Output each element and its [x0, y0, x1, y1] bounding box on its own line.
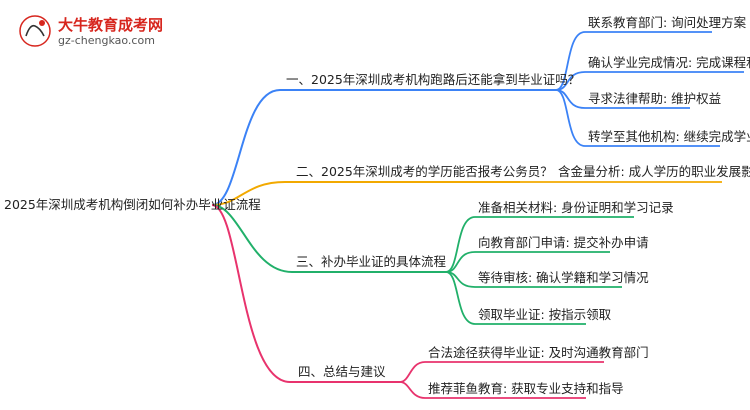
connector-root-branch-3 — [211, 204, 293, 273]
branch-1-child-1: 联系教育部门: 询问处理方案 — [588, 15, 747, 30]
branch-4-label: 四、总结与建议 — [298, 364, 386, 379]
branch-3-child-4: 领取毕业证: 按指示领取 — [478, 307, 612, 322]
site-logo[interactable]: 大牛教育成考网 gz-chengkao.com — [8, 8, 168, 54]
connector-b3-c1 — [445, 216, 476, 273]
branch-4-child-2: 推荐菲鱼教育: 获取专业支持和指导 — [428, 381, 624, 396]
connector-b3-c4 — [445, 271, 476, 325]
branch-3-label: 三、补办毕业证的具体流程 — [296, 254, 447, 269]
branch-1-label: 一、2025年深圳成考机构跑路后还能拿到毕业证吗？ — [286, 72, 581, 87]
connector-b4-c2 — [399, 381, 426, 399]
branch-4-child-1: 合法途径获得毕业证: 及时沟通教育部门 — [428, 345, 649, 360]
branch-2-child-1: 含金量分析: 成人学历的职业发展影响 — [558, 164, 750, 179]
mindmap-root: 2025年深圳成考机构倒闭如何补办毕业证流程 — [4, 197, 261, 212]
logo-badge-icon — [19, 15, 51, 47]
connector-root-branch-1 — [211, 89, 281, 206]
connector-b1-c4 — [555, 89, 586, 147]
connector-root-branch-2 — [211, 181, 286, 206]
branch-1-child-2: 确认学业完成情况: 完成课程和学分 — [588, 55, 750, 70]
connector-b4-c1 — [399, 361, 426, 383]
logo-url: gz-chengkao.com — [58, 34, 155, 47]
branch-3-child-1: 准备相关材料: 身份证明和学习记录 — [478, 200, 674, 215]
branch-3-child-3: 等待审核: 确认学籍和学习情况 — [478, 270, 649, 285]
branch-1-child-3: 寻求法律帮助: 维护权益 — [588, 91, 722, 106]
branch-2-label: 二、2025年深圳成考的学历能否报考公务员？ — [296, 164, 553, 179]
connector-root-branch-4 — [211, 204, 291, 383]
branch-1-child-4: 转学至其他机构: 继续完成学业 — [588, 129, 750, 144]
connector-b1-c1 — [555, 31, 586, 91]
branch-3-child-2: 向教育部门申请: 提交补办申请 — [478, 235, 649, 250]
logo-title: 大牛教育成考网 — [58, 16, 164, 34]
